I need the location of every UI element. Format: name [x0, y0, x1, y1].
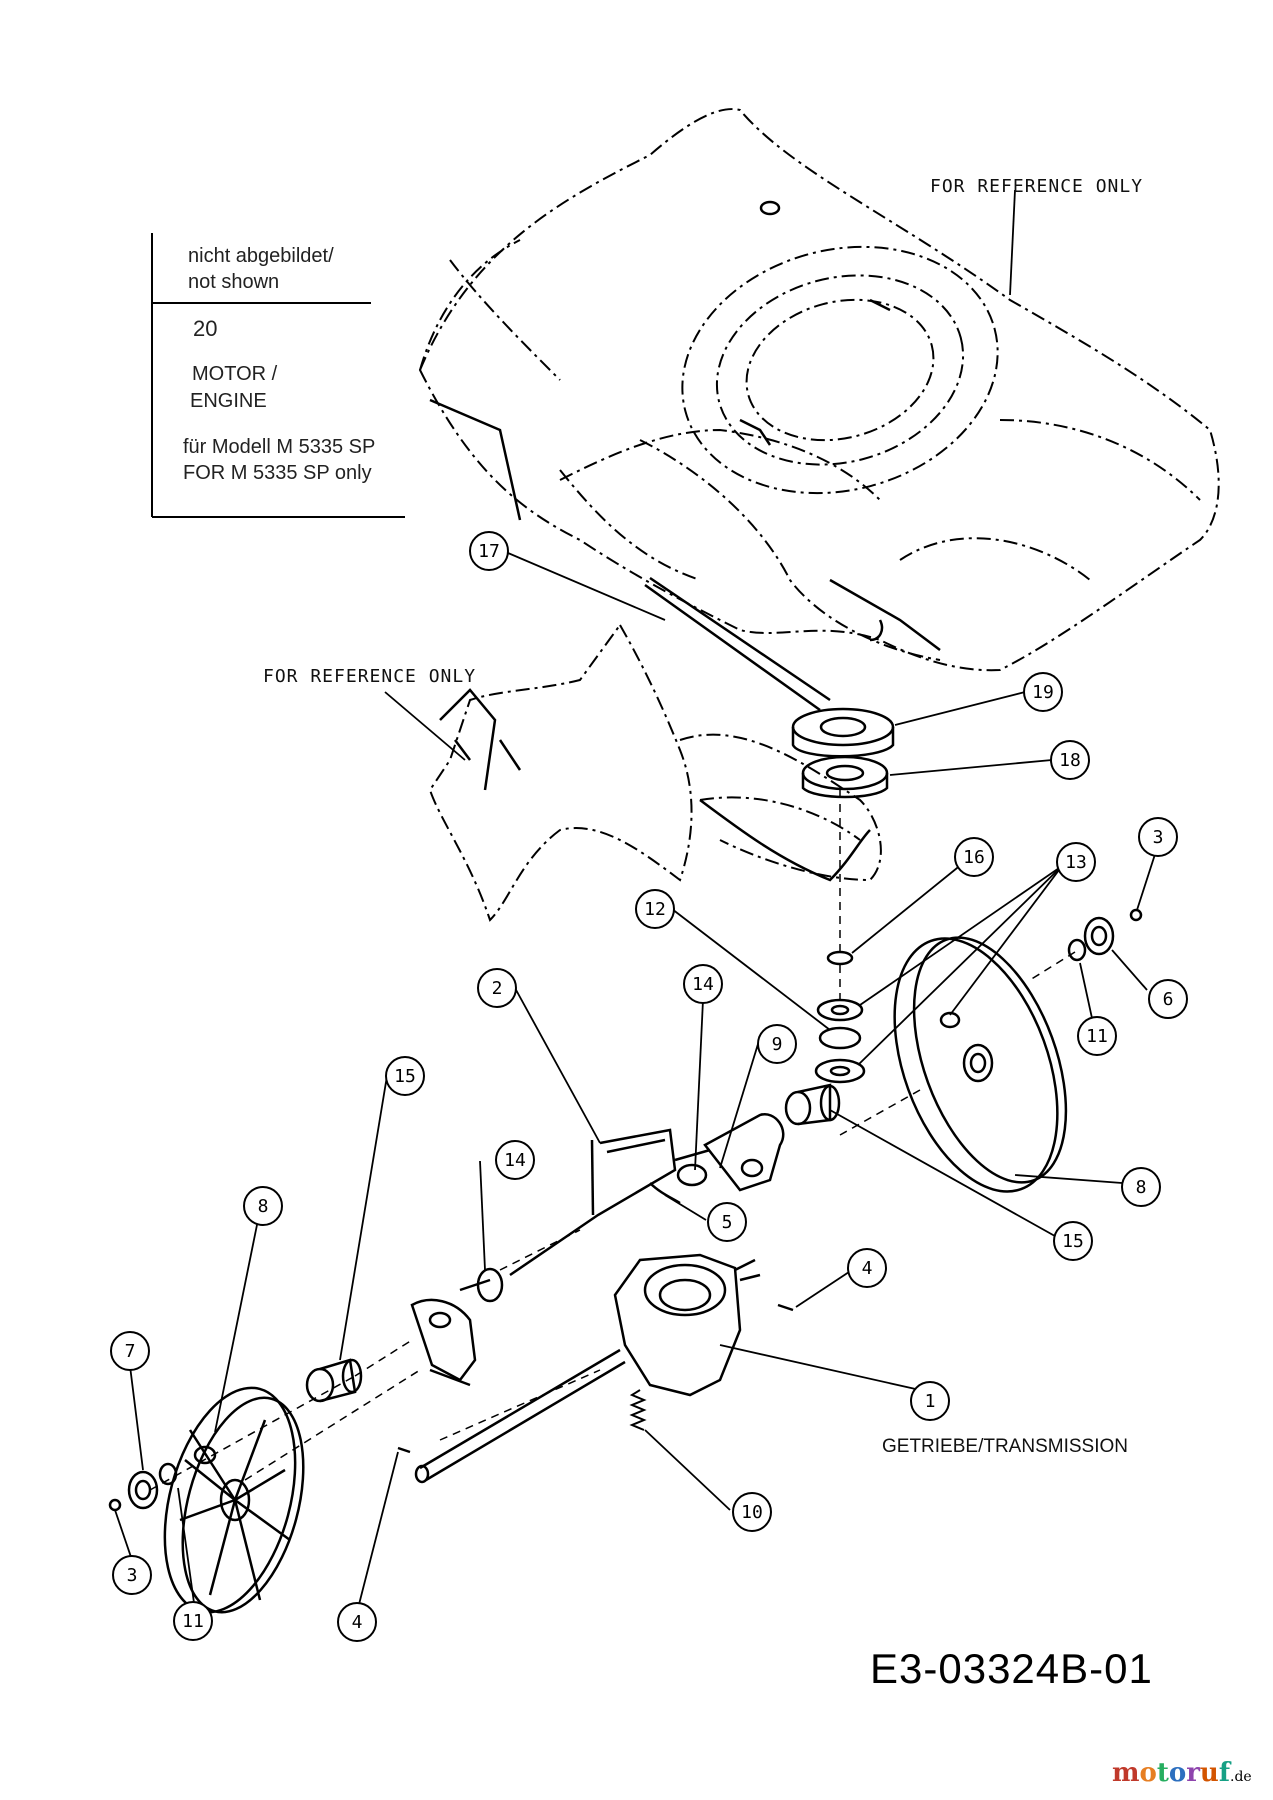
callout-8-left: 8 — [243, 1186, 283, 1226]
svg-text:15: 15 — [1062, 1231, 1084, 1252]
svg-text:14: 14 — [504, 1150, 526, 1171]
svg-text:17: 17 — [478, 541, 500, 562]
callout-13: 13 — [1056, 842, 1096, 882]
svg-text:8: 8 — [1136, 1177, 1147, 1198]
legend-item-number: 20 — [193, 316, 218, 341]
svg-text:4: 4 — [862, 1258, 873, 1279]
svg-text:16: 16 — [963, 847, 985, 868]
callout-11-left: 11 — [173, 1601, 213, 1641]
svg-text:4: 4 — [352, 1612, 363, 1633]
housing-details — [439, 688, 871, 882]
svg-text:19: 19 — [1032, 682, 1054, 703]
transmission — [613, 1253, 761, 1397]
washers — [814, 950, 866, 1084]
svg-text:5: 5 — [722, 1212, 733, 1233]
legend-item-name-en: ENGINE — [190, 390, 267, 412]
legend-model-note-en: FOR M 5335 SP only — [183, 462, 372, 484]
transmission-label: GETRIEBE/TRANSMISSION — [882, 1436, 1128, 1457]
wheel-cap-right — [1067, 908, 1143, 962]
svg-text:10: 10 — [741, 1502, 763, 1523]
watermark-name: motoruf — [1112, 1758, 1230, 1788]
spring — [629, 1389, 647, 1431]
callout-10: 10 — [732, 1492, 772, 1532]
watermark-letter: r — [1186, 1758, 1200, 1788]
drive-belt — [644, 576, 831, 712]
pulley-upper — [791, 707, 895, 758]
wheel-left — [163, 1386, 305, 1614]
svg-text:11: 11 — [1086, 1026, 1108, 1047]
callout-3-left: 3 — [112, 1555, 152, 1595]
legend-frame — [151, 233, 405, 518]
callout-8-right: 8 — [1121, 1167, 1161, 1207]
svg-text:18: 18 — [1059, 750, 1081, 771]
callout-19: 19 — [1023, 672, 1063, 712]
watermark-letter: o — [1168, 1758, 1187, 1788]
callout-7: 7 — [110, 1331, 150, 1371]
reference-label-top: FOR REFERENCE ONLY — [930, 176, 1144, 197]
watermark-logo: motoruf.de — [1112, 1758, 1252, 1788]
svg-text:3: 3 — [1153, 827, 1164, 848]
wheel-cap-left — [108, 1462, 178, 1512]
svg-text:1: 1 — [925, 1391, 936, 1412]
callout-3-right: 3 — [1138, 817, 1178, 857]
callout-15-upper: 15 — [385, 1056, 425, 1096]
bushing-left — [305, 1358, 363, 1403]
drawing-code: E3-03324B-01 — [870, 1645, 1153, 1692]
watermark-letter: f — [1218, 1758, 1231, 1788]
callout-16: 16 — [954, 837, 994, 877]
watermark-letter: o — [1139, 1758, 1157, 1788]
bracket-left — [410, 1267, 504, 1387]
svg-text:2: 2 — [492, 978, 503, 999]
alignment-lines — [149, 790, 1076, 1491]
svg-text:6: 6 — [1163, 989, 1174, 1010]
clip — [649, 1182, 681, 1205]
callout-9: 9 — [757, 1024, 797, 1064]
watermark-letter: m — [1112, 1758, 1140, 1788]
reference-label-mid: FOR REFERENCE ONLY — [263, 666, 477, 687]
callout-4-upper: 4 — [847, 1248, 887, 1288]
callout-2: 2 — [477, 968, 517, 1008]
svg-text:8: 8 — [258, 1196, 269, 1217]
callout-15-lower: 15 — [1053, 1221, 1093, 1261]
svg-text:15: 15 — [394, 1066, 416, 1087]
svg-text:11: 11 — [182, 1611, 204, 1632]
callout-4-lower: 4 — [337, 1602, 377, 1642]
svg-text:14: 14 — [692, 974, 714, 995]
callout-12: 12 — [635, 889, 675, 929]
svg-text:12: 12 — [644, 899, 666, 920]
callout-5: 5 — [707, 1202, 747, 1242]
leader-lines — [114, 189, 1159, 1621]
control-rod — [509, 1128, 677, 1277]
legend-model-note-de: für Modell M 5335 SP — [183, 436, 376, 458]
pulley-lower — [801, 755, 889, 799]
callout-1: 1 — [910, 1381, 950, 1421]
bushing-right — [784, 1083, 841, 1126]
legend-item-name-de: MOTOR / — [192, 363, 278, 385]
callout-17: 17 — [469, 531, 509, 571]
callout-18: 18 — [1050, 740, 1090, 780]
legend-not-shown-en: not shown — [188, 271, 280, 293]
deck-details — [429, 200, 941, 651]
axle — [414, 1348, 626, 1484]
pins — [397, 1303, 794, 1454]
callout-6: 6 — [1148, 979, 1188, 1019]
svg-text:7: 7 — [125, 1341, 136, 1362]
watermark-tld: .de — [1230, 1769, 1252, 1785]
callout-11-right: 11 — [1077, 1016, 1117, 1056]
svg-text:3: 3 — [127, 1565, 138, 1586]
lever-assembly — [674, 1112, 785, 1192]
svg-text:9: 9 — [772, 1034, 783, 1055]
belt-housing — [428, 623, 882, 922]
callout-14-upper: 14 — [683, 964, 723, 1004]
wheel-right — [893, 936, 1068, 1193]
legend-not-shown-de: nicht abgebildet/ — [188, 245, 334, 267]
callout-14-lower: 14 — [495, 1140, 535, 1180]
watermark-letter: t — [1156, 1758, 1169, 1788]
watermark-letter: u — [1199, 1758, 1219, 1788]
svg-text:13: 13 — [1065, 852, 1087, 873]
